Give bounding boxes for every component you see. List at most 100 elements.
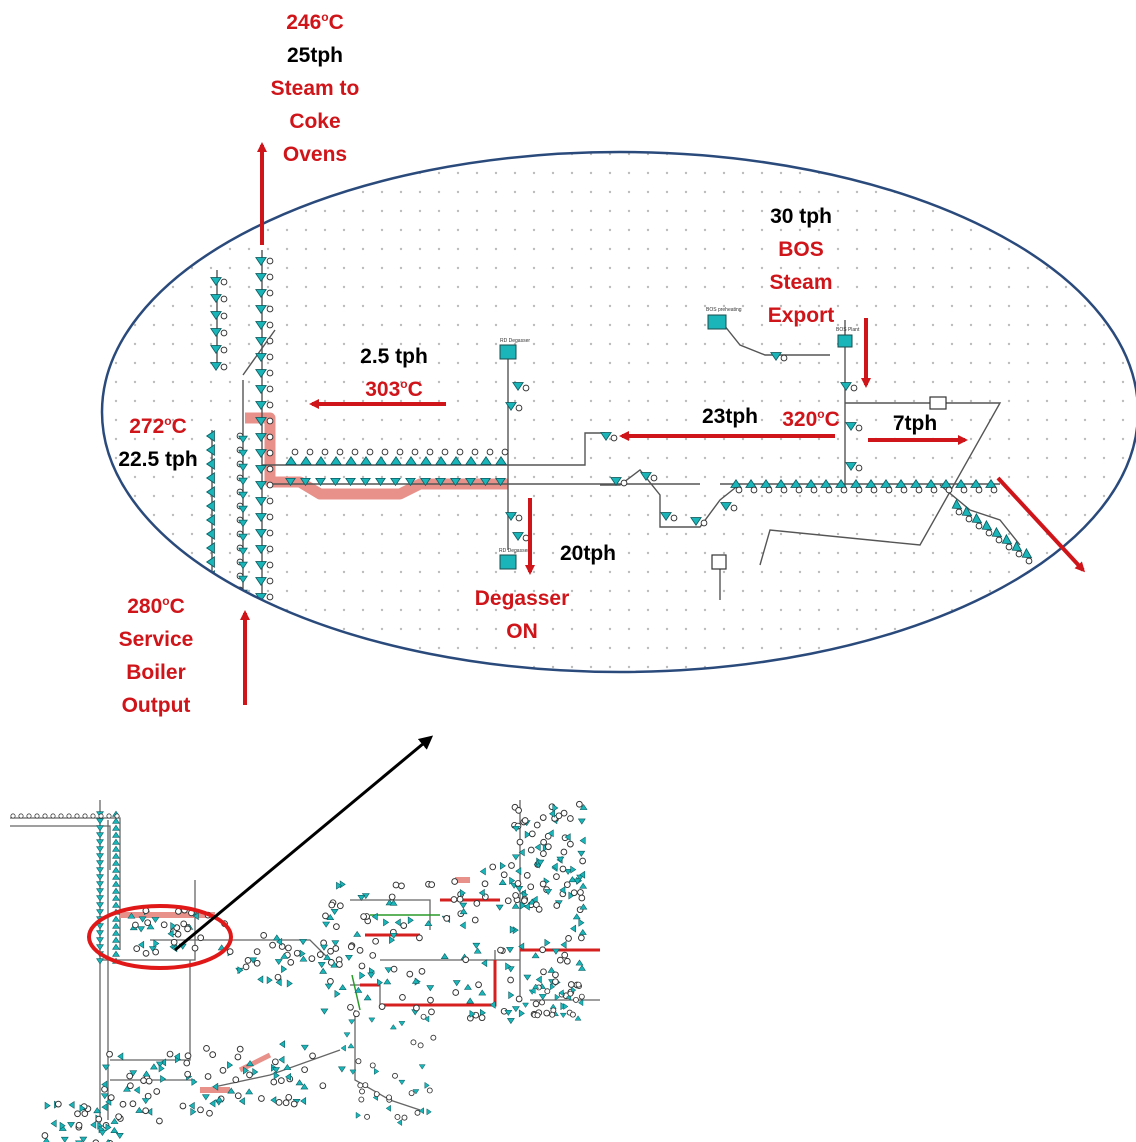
valve-icon [563,1004,568,1010]
pipe-node-icon [221,279,227,285]
pipe-node-icon [307,449,313,455]
valve-icon [338,1067,345,1072]
service-boiler-line2: Boiler [96,656,216,689]
pipe-node-icon [505,898,511,904]
pipe-node-icon [267,498,273,504]
valve-icon [390,1025,396,1030]
pipe-node-icon [107,1051,113,1057]
valve-icon [516,868,521,875]
pipe-node-icon [107,814,111,818]
coke-ovens-line1: Steam to [250,72,380,105]
pipe-node-icon [541,839,547,845]
pipe-node-icon [851,385,857,391]
valve-icon [579,929,586,934]
pipe-node-icon [545,989,550,994]
valve-icon [113,923,120,928]
pipe-node-icon [578,935,584,941]
valve-icon [496,905,503,910]
pipe-node-icon [453,990,459,996]
pipe-node-icon [452,879,458,885]
pipe-node-icon [397,449,403,455]
valve-icon [134,1087,139,1094]
tag-degasser-bottom: RD Degasser [499,548,529,554]
pipe-node-icon [205,1074,211,1080]
bos-export-line1: BOS [742,233,860,266]
pipe-node-icon [108,1095,114,1101]
pipe-node-icon [42,1133,48,1139]
pipe-node-icon [474,901,480,907]
pipe-node-icon [451,897,457,903]
valve-icon [51,1120,56,1127]
pipe-node-icon [463,957,469,963]
pipe-node-icon [185,926,191,932]
pipe-node-icon [541,851,547,857]
pipe-node-icon [322,449,328,455]
valve-icon [296,1080,303,1085]
valve-icon [227,1062,232,1069]
valve-icon [580,883,587,888]
pipe-node-icon [931,487,937,493]
valve-icon [480,868,485,875]
valve-icon [97,889,104,894]
pipe-node-icon [1016,551,1022,557]
pipe-node-icon [501,872,507,878]
valve-icon [419,1065,425,1070]
valve-icon [160,1076,165,1083]
valve-icon [348,1043,354,1048]
pipe-node-icon [428,997,434,1003]
valve-icon [473,943,480,948]
pipe-node-icon [427,1088,432,1093]
valve-icon [113,916,120,921]
pipe-node-icon [279,944,285,950]
pipe-node-icon [731,505,737,511]
pipe-node-icon [161,922,167,928]
pipe-node-icon [267,322,273,328]
overview-valves [11,801,587,1142]
pipe-node-icon [359,1097,364,1102]
pipe-node-icon [210,1052,216,1058]
pipe-node-icon [536,906,542,912]
pipe-node-icon [328,979,334,985]
pipe-node-icon [272,1059,278,1065]
pipe-node-icon [871,487,877,493]
coke-ovens-line3: Ovens [250,138,380,171]
tag-degasser-top: RD Degasser [500,338,530,344]
valve-icon [464,984,471,989]
pipe-node-icon [348,1004,354,1010]
pipe-node-icon [528,884,534,890]
valve-icon [532,953,539,958]
valve-icon [427,986,434,991]
pipe-node-icon [540,881,546,887]
pipe-node-icon [476,982,482,988]
label-7tph: 7tph [880,407,950,440]
valve-icon [425,1082,430,1088]
pipe-node-icon [286,945,292,951]
pipe-node-icon [566,936,572,942]
valve-icon [453,981,460,986]
valve-icon [258,976,263,983]
pipe-node-icon [976,523,982,529]
valve-icon [479,889,484,896]
valve-icon [509,992,514,999]
valve-icon [321,1009,328,1014]
pipe-node-icon [91,814,95,818]
zoom-pointer-arrow [175,738,430,950]
pipe-node-icon [286,1094,292,1100]
valve-icon [332,941,339,946]
valve-icon [113,944,120,949]
valve-icon [97,931,104,936]
pipe-node-icon [333,946,339,952]
valve-icon [512,903,519,908]
valve-icon [116,1133,123,1138]
valve-icon [386,1105,391,1111]
label-bos-export: 30 tph BOS Steam Export [742,200,860,332]
pipe-node-icon [991,487,997,493]
pipe-node-icon [83,814,87,818]
pipe-node-icon [427,449,433,455]
valve-icon [97,826,104,831]
pipe-node-icon [267,450,273,456]
pipe-node-icon [415,1110,420,1115]
valve-icon [97,903,104,908]
pipe-node-icon [233,1077,239,1083]
pipe-node-icon [996,537,1002,543]
